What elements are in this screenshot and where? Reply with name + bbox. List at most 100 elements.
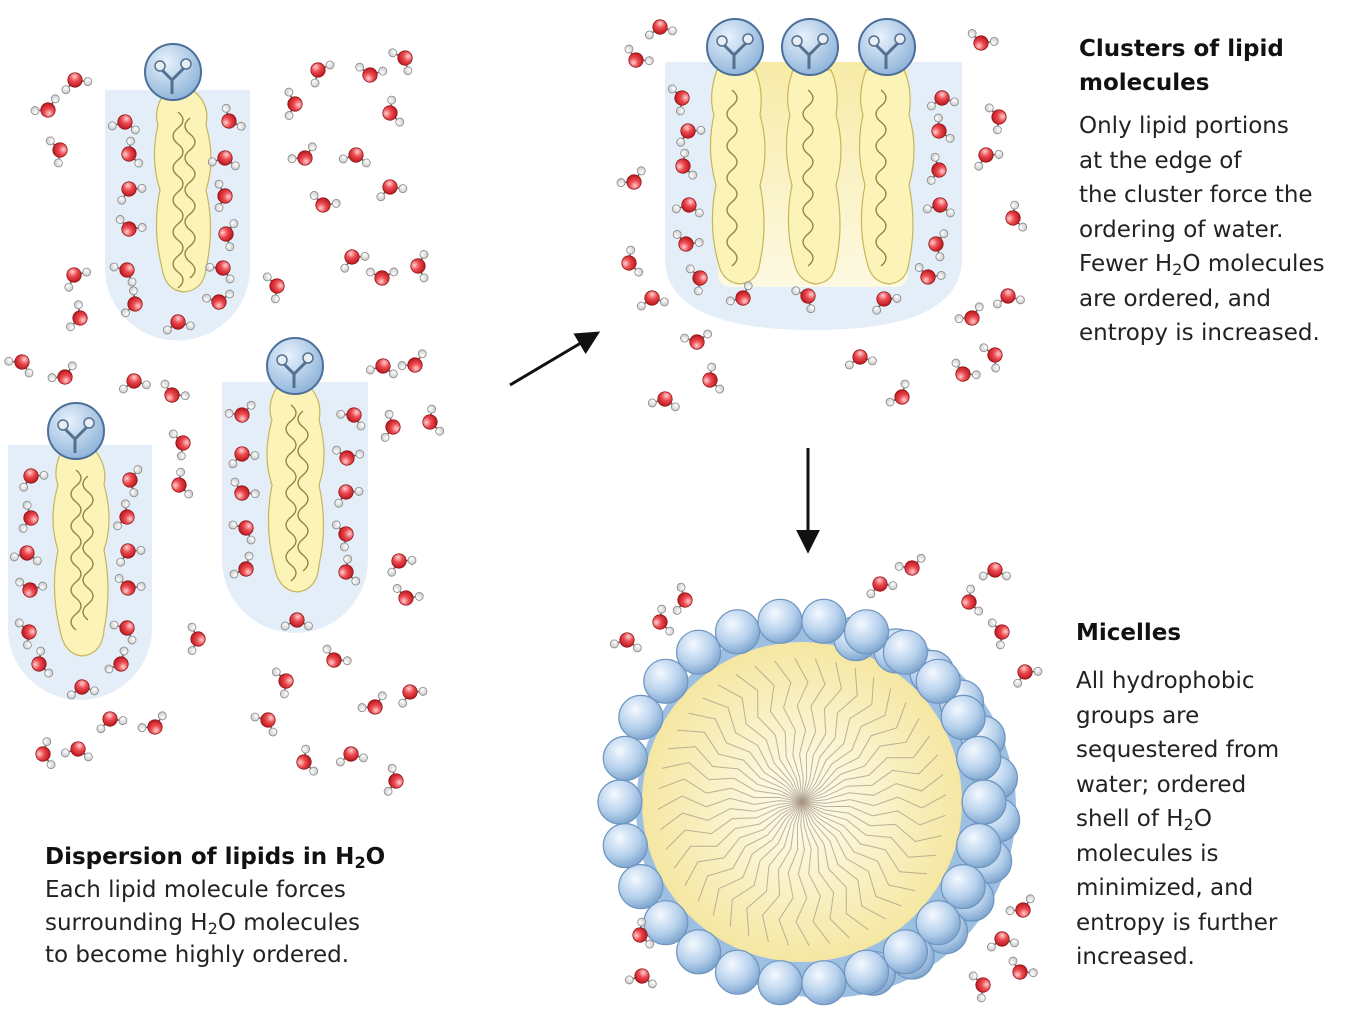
micelle-head-group [618,863,664,910]
micelle-head-group [602,735,648,782]
micelle-tail [660,801,803,830]
micelle-head-group [602,822,648,869]
cluster-caption-title: Clusters of lipid molecules [1079,32,1345,100]
water-molecule-icon [931,113,955,143]
micelle-tail [661,761,803,803]
micelle-head-group [801,960,847,1006]
water-molecule-icon [365,358,398,379]
water-molecule-icon [667,84,690,116]
water-molecule-icon [632,917,655,949]
micelle-head-group [757,960,803,1006]
water-molecule-icon [355,62,388,83]
cluster-caption: Clusters of lipid molecules Only lipid p… [1079,32,1345,351]
water-molecule-icon [616,166,646,190]
caption-line: Fewer H2O molecules [1079,251,1325,280]
water-molecule-icon [984,103,1007,135]
water-molecule-icon [45,136,68,168]
caption-line: at the edge of [1079,147,1242,174]
micelle-tail [729,801,803,927]
water-molecule-icon [967,29,999,51]
lipid-molecule [266,337,325,593]
micelle-tail [684,801,803,887]
water-molecule-icon [928,229,949,262]
water-molecule-icon [872,291,902,315]
water-molecule-icon [137,711,167,735]
water-molecule-icon [987,618,1010,650]
micelle-head-group [714,609,761,655]
micelle-head-group [675,629,722,675]
water-molecule-icon [978,562,1011,581]
water-molecule-icon [609,632,642,653]
micelle-head-group [757,598,803,644]
micelle-tail [801,661,843,803]
water-molecule-icon [114,574,146,596]
water-molecule-icon [336,407,366,431]
micelle-tail [697,801,803,902]
micelle-tail [795,801,810,947]
water-molecule-icon [280,612,313,631]
water-molecule-icon [671,197,704,218]
micelle-caption-title: Micelles [1076,616,1338,650]
micelle-tail [754,665,803,803]
micelle-tail [746,801,803,936]
water-molecule-icon [14,618,37,650]
water-molecule-icon [18,500,39,533]
water-molecule-icon [9,545,42,566]
micelle-head-group [915,658,961,704]
water-molecule-icon [335,746,368,767]
micelle-tail [673,801,803,869]
micelle-tail [735,673,803,803]
micelle-tail [801,717,920,803]
micelle-head-group [915,900,961,946]
micelle-tail [717,684,803,803]
water-molecule-icon [66,679,99,700]
micelle-head-group [843,949,890,995]
water-molecule-icon [262,272,285,304]
water-molecule-icon [968,971,991,1003]
micelle-head-group [882,929,929,975]
micelle-tail [801,801,850,939]
water-molecule-icon [410,250,429,283]
water-molecule-icon [4,354,34,378]
caption-line: the cluster force the [1079,182,1313,208]
water-molecule-icon [926,90,959,111]
water-molecule-icon [702,362,725,394]
caption-line: surrounding H2O molecules [45,909,360,938]
micelle-tail [702,697,803,803]
water-molecule-icon [422,404,445,436]
micelle-head-group [882,629,929,675]
water-molecule-icon [64,267,92,292]
lipid-molecule [706,18,766,285]
water-molecule-icon [1005,200,1028,232]
micelle-tail [801,688,892,803]
water-molecule-icon [66,300,88,332]
caption-line: water; ordered [1076,771,1247,798]
micelle-head-group [940,863,986,910]
micelle-tail [801,801,902,907]
water-molecule-icon [979,343,1003,373]
micelle-tail [801,801,943,843]
micelle-tail [668,746,803,803]
water-molecule-icon [218,219,239,252]
water-molecule-icon [61,72,93,95]
water-molecule-icon [398,684,428,708]
lipid-head-group-icon [858,18,916,76]
water-molecule-icon [229,551,254,579]
dispersion-caption-body: Each lipid molecule forces surrounding H… [45,874,415,972]
caption-line: shell of H2O [1076,806,1212,835]
water-molecule-icon [685,264,708,296]
lipid-molecule [781,18,842,285]
water-molecule-icon [1013,664,1043,688]
micelle-tail [688,712,803,803]
water-molecule-icon [647,391,680,412]
micelle-tail [801,658,826,803]
water-molecule-icon [228,520,256,545]
micelle-tail [712,801,803,916]
water-molecule-icon [331,520,354,552]
water-molecule-icon [113,499,135,531]
micelle-tail [801,774,944,803]
lipid-head-group-icon [47,402,105,460]
water-molecule-icon [366,267,399,286]
water-molecule-icon [340,249,370,273]
caption-line: minimized, and [1076,875,1254,901]
